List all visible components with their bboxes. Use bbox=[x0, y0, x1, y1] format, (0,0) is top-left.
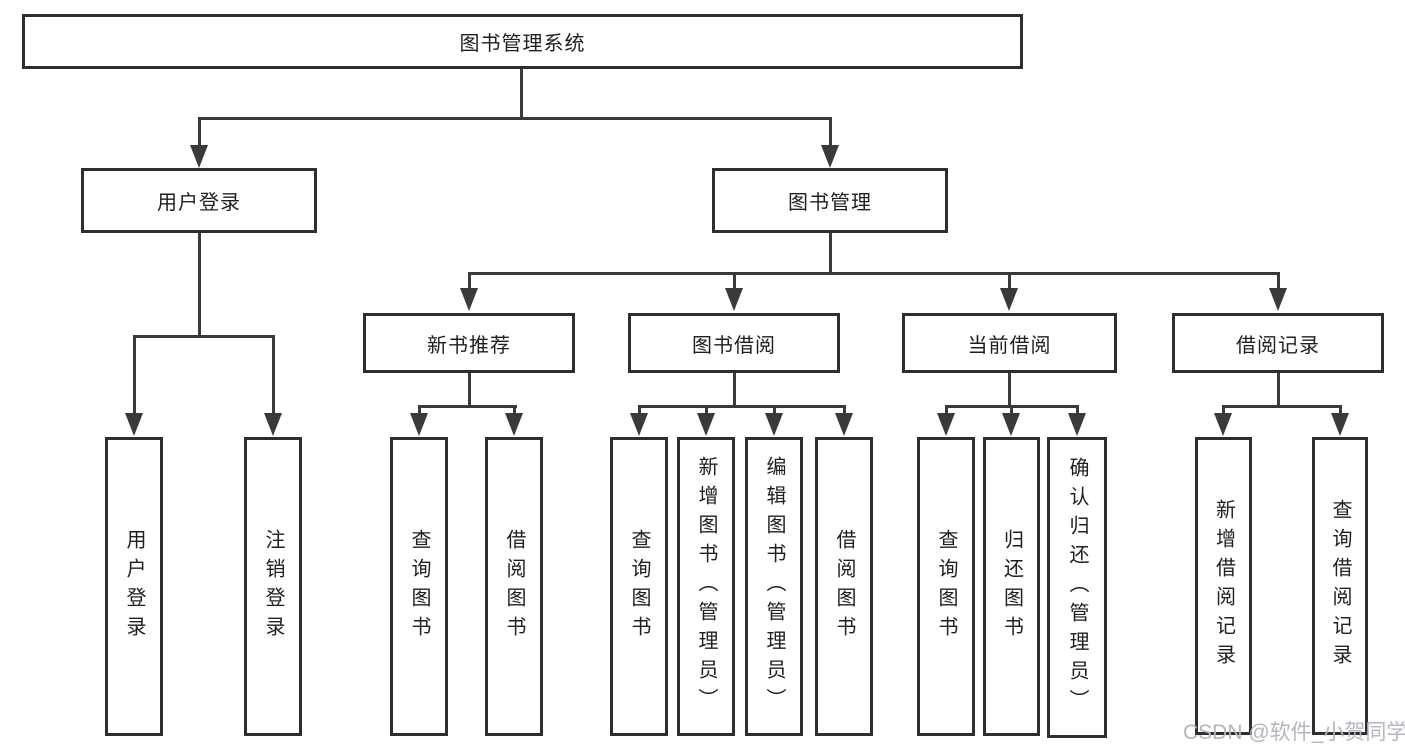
csdn-watermark: CSDN @软件_小贺同学 bbox=[1183, 721, 1405, 744]
connector-book-borrow-bar bbox=[638, 405, 846, 408]
leaf-add-borrow-record-label: 新增借阅记录 bbox=[1212, 499, 1235, 673]
connector-to-book-management bbox=[829, 117, 832, 147]
arrow-down-icon-leaf-user-login bbox=[125, 413, 143, 436]
arrow-down-icon-current-borrow bbox=[1000, 288, 1018, 311]
arrow-down-icon-leaf-query-book-current bbox=[937, 413, 955, 436]
connector-to-leaf-query-book-current bbox=[945, 405, 948, 417]
connector-to-new-book-recommend bbox=[468, 272, 471, 292]
leaf-edit-book-admin-label: 编辑图书（管理员） bbox=[763, 456, 785, 717]
connector-book-management-stem bbox=[829, 233, 832, 275]
leaf-borrow-book: 借阅图书 bbox=[815, 437, 873, 736]
node-new-book-recommend: 新书推荐 bbox=[363, 313, 575, 373]
node-root: 图书管理系统 bbox=[22, 14, 1023, 69]
connector-to-leaf-confirm-return bbox=[1076, 405, 1079, 417]
connector-borrow-records-stem bbox=[1277, 373, 1280, 408]
node-book-management: 图书管理 bbox=[712, 168, 948, 233]
connector-to-leaf-query-borrow-record bbox=[1339, 405, 1342, 417]
node-current-borrow: 当前借阅 bbox=[902, 313, 1117, 373]
leaf-borrow-book-recommend: 借阅图书 bbox=[485, 437, 543, 736]
arrow-down-icon-leaf-borrow-book-recommend bbox=[505, 413, 523, 436]
leaf-query-book-borrow-label: 查询图书 bbox=[628, 528, 650, 645]
arrow-down-icon-leaf-confirm-return bbox=[1068, 413, 1086, 436]
arrow-down-icon-leaf-query-book-borrow bbox=[630, 413, 648, 436]
leaf-add-book-admin: 新增图书（管理员） bbox=[677, 437, 735, 736]
leaf-query-book-current-label: 查询图书 bbox=[935, 528, 957, 645]
connector-to-borrow-records bbox=[1277, 272, 1280, 292]
arrow-down-icon-leaf-add-book bbox=[697, 413, 715, 436]
node-book-borrow-label: 图书借阅 bbox=[692, 334, 776, 357]
leaf-query-book-recommend-label: 查询图书 bbox=[408, 528, 430, 645]
leaf-borrow-book-recommend-label: 借阅图书 bbox=[503, 528, 525, 645]
connector-current-borrow-stem bbox=[1008, 373, 1011, 408]
leaf-query-book-current: 查询图书 bbox=[917, 437, 975, 736]
leaf-return-book: 归还图书 bbox=[983, 437, 1040, 736]
connector-borrow-records-bar bbox=[1222, 405, 1341, 408]
leaf-query-borrow-record-label: 查询借阅记录 bbox=[1329, 499, 1351, 673]
leaf-add-borrow-record: 新增借阅记录 bbox=[1195, 437, 1252, 735]
leaf-return-book-label: 归还图书 bbox=[1000, 528, 1023, 645]
node-user-login: 用户登录 bbox=[81, 168, 317, 233]
leaf-logout-label: 注销登录 bbox=[262, 528, 284, 645]
leaf-query-book-recommend: 查询图书 bbox=[390, 437, 448, 736]
connector-to-leaf-borrow-book-recommend bbox=[513, 405, 516, 417]
connector-to-book-borrow bbox=[733, 272, 736, 292]
connector-new-book-recommend-stem bbox=[468, 373, 471, 408]
arrow-down-icon-user-login bbox=[190, 145, 208, 168]
node-root-label: 图书管理系统 bbox=[459, 33, 586, 55]
connector-to-leaf-query-book-recommend bbox=[418, 405, 421, 417]
connector-to-leaf-logout bbox=[272, 335, 275, 415]
leaf-logout: 注销登录 bbox=[244, 437, 302, 736]
arrow-down-icon-borrow-records bbox=[1269, 288, 1287, 311]
leaf-add-book-admin-label: 新增图书（管理员） bbox=[695, 456, 717, 717]
node-new-book-recommend-label: 新书推荐 bbox=[427, 334, 511, 357]
connector-to-leaf-borrow-book bbox=[843, 405, 846, 417]
leaf-user-login: 用户登录 bbox=[105, 437, 163, 736]
connector-user-login-bar bbox=[133, 335, 275, 338]
connector-to-leaf-add-borrow-record bbox=[1222, 405, 1225, 417]
connector-to-current-borrow bbox=[1008, 272, 1011, 292]
connector-to-leaf-add-book bbox=[705, 405, 708, 417]
node-borrow-records: 借阅记录 bbox=[1172, 313, 1384, 373]
arrow-down-icon-book-borrow bbox=[725, 288, 743, 311]
connector-book-borrow-stem bbox=[733, 373, 736, 408]
node-book-borrow: 图书借阅 bbox=[628, 313, 840, 373]
connector-to-leaf-query-book-borrow bbox=[638, 405, 641, 417]
leaf-edit-book-admin: 编辑图书（管理员） bbox=[745, 437, 803, 736]
connector-to-user-login bbox=[198, 117, 201, 147]
leaf-user-login-label: 用户登录 bbox=[123, 528, 145, 645]
arrow-down-icon-leaf-return-book bbox=[1002, 413, 1020, 436]
leaf-borrow-book-label: 借阅图书 bbox=[833, 528, 855, 645]
arrow-down-icon-leaf-edit-book bbox=[765, 413, 783, 436]
arrow-down-icon-book-management bbox=[821, 145, 839, 168]
arrow-down-icon-new-book-recommend bbox=[460, 288, 478, 311]
connector-to-leaf-edit-book bbox=[773, 405, 776, 417]
node-borrow-records-label: 借阅记录 bbox=[1236, 334, 1320, 357]
node-current-borrow-label: 当前借阅 bbox=[967, 334, 1052, 357]
arrow-down-icon-leaf-logout bbox=[264, 413, 282, 436]
connector-user-login-stem bbox=[198, 233, 201, 338]
connector-root-stem bbox=[520, 69, 523, 120]
arrow-down-icon-leaf-query-borrow-record bbox=[1331, 413, 1349, 436]
arrow-down-icon-leaf-query-book-recommend bbox=[410, 413, 428, 436]
leaf-query-book-borrow: 查询图书 bbox=[610, 437, 668, 736]
connector-to-leaf-return-book bbox=[1010, 405, 1013, 417]
connector-level1-bar bbox=[198, 117, 832, 120]
connector-to-leaf-user-login bbox=[133, 335, 136, 415]
arrow-down-icon-leaf-add-borrow-record bbox=[1214, 413, 1232, 436]
arrow-down-icon-leaf-borrow-book bbox=[835, 413, 853, 436]
node-user-login-label: 用户登录 bbox=[157, 192, 241, 214]
connector-level2-bar bbox=[468, 272, 1280, 275]
connector-new-book-recommend-bar bbox=[418, 405, 517, 408]
leaf-confirm-return-admin: 确认归还（管理员） bbox=[1047, 437, 1107, 738]
leaf-confirm-return-admin-label: 确认归还（管理员） bbox=[1066, 457, 1088, 718]
leaf-query-borrow-record: 查询借阅记录 bbox=[1312, 437, 1368, 735]
node-book-management-label: 图书管理 bbox=[788, 192, 872, 214]
